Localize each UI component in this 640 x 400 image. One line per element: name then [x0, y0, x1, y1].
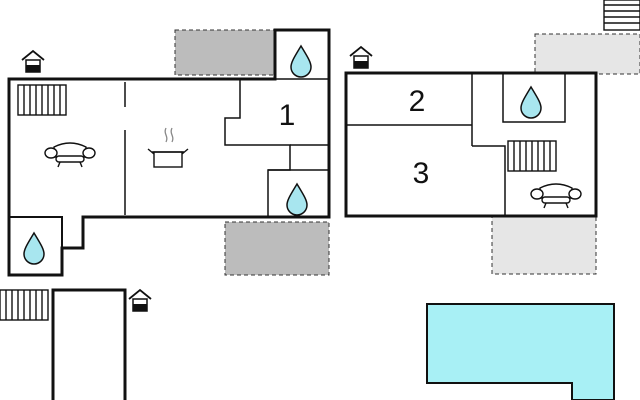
bathroom-left-wall	[9, 216, 63, 248]
room-number-3: 3	[413, 157, 430, 190]
bath-right-walls	[502, 73, 566, 123]
terrace-bottom-left	[224, 221, 330, 276]
swimming-pool	[426, 303, 615, 400]
radiator-icon	[507, 140, 557, 172]
radiator-icon	[17, 84, 67, 116]
terrace-top-left	[174, 29, 276, 76]
wall-room-3-east	[472, 145, 506, 216]
annex-building	[51, 288, 127, 400]
stairs-icon	[603, 0, 640, 31]
house-entrance-icon	[349, 46, 373, 69]
room-number-1: 1	[279, 99, 296, 132]
stairs-icon	[0, 289, 49, 321]
room-number-2: 2	[409, 85, 426, 118]
house-entrance-icon	[128, 289, 152, 312]
terrace-bottom-right	[491, 215, 597, 275]
cooking-pot-icon	[147, 127, 189, 168]
house-entrance-icon	[21, 50, 45, 73]
bath-walls	[268, 144, 329, 171]
terrace-top-right	[534, 33, 640, 75]
